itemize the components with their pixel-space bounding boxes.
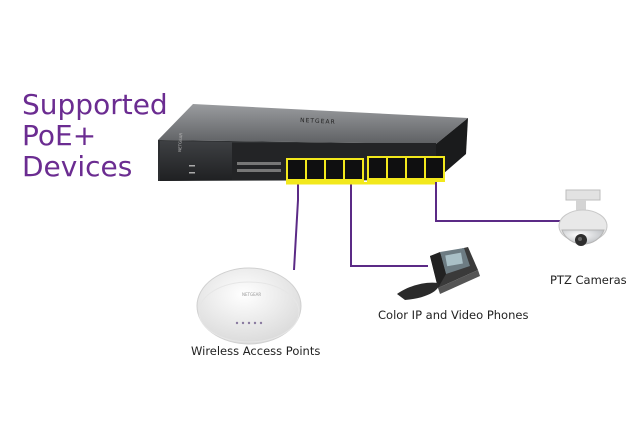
ip-phone-device xyxy=(397,247,480,300)
title-line-2: PoE+ xyxy=(22,119,97,152)
cable-to-access-point xyxy=(293,182,299,271)
access-points-label: Wireless Access Points xyxy=(191,344,321,358)
phones-label: Color IP and Video Phones xyxy=(378,308,529,322)
cable-to-camera xyxy=(435,176,563,222)
title-line-1: Supported xyxy=(22,88,168,121)
title-line-3: Devices xyxy=(22,150,133,183)
ptz-camera-device xyxy=(558,189,608,246)
cable-to-phone xyxy=(350,178,428,267)
svg-text:NETGEAR: NETGEAR xyxy=(242,292,261,297)
port-block-right xyxy=(367,156,445,182)
cameras-label: PTZ Cameras xyxy=(550,273,627,287)
port-block-left xyxy=(286,158,364,182)
switch-brand-label: NETGEAR xyxy=(300,117,336,126)
poe-switch: NETGEAR NETGEAR xyxy=(158,104,468,185)
page-title: Supported PoE+ Devices xyxy=(22,89,168,182)
svg-text:NETGEAR: NETGEAR xyxy=(177,132,183,152)
access-point-device: NETGEAR xyxy=(196,267,302,345)
